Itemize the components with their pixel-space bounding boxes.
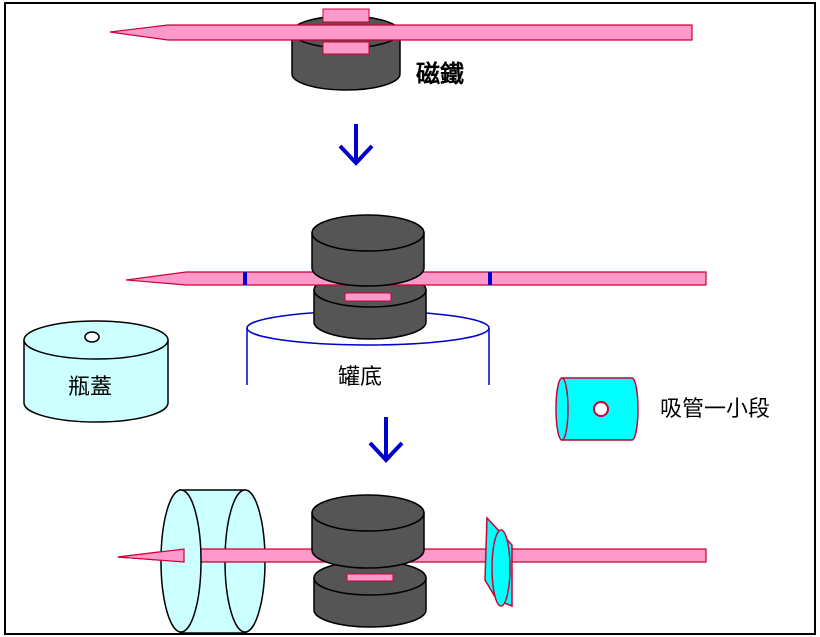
needle-tip-front xyxy=(117,548,185,563)
magnet-top-mark xyxy=(322,8,370,23)
step2-group: 罐底 xyxy=(125,214,707,390)
can-bottom-label: 罐底 xyxy=(338,365,382,390)
straw-on-needle xyxy=(484,516,513,608)
cap-hole xyxy=(84,331,100,343)
bottle-cap: 瓶蓋 xyxy=(23,320,169,423)
needle-mark-right xyxy=(488,272,492,285)
step3-group xyxy=(117,489,707,634)
diagram-frame xyxy=(4,2,816,635)
pink-mark-step2 xyxy=(344,292,392,302)
lower-magnet-step3 xyxy=(313,560,427,628)
straw-segment: 吸管一小段 xyxy=(555,377,770,441)
needle-mark-left xyxy=(243,272,247,285)
down-arrow-2 xyxy=(368,417,404,463)
upper-magnet-step3 xyxy=(311,494,425,569)
straw-segment-label: 吸管一小段 xyxy=(660,397,770,422)
bottle-cap-label: 瓶蓋 xyxy=(68,375,112,400)
magnet-bottom-mark xyxy=(322,41,370,55)
magnet-label: 磁鐵 xyxy=(416,60,464,88)
needle-step2 xyxy=(125,271,707,286)
upper-magnet-step2 xyxy=(311,214,425,287)
straw-hole xyxy=(593,401,609,417)
step1-group: 磁鐵 xyxy=(109,8,693,91)
needle-step1 xyxy=(109,24,693,41)
down-arrow-1 xyxy=(338,124,374,166)
pink-mark-step3 xyxy=(346,573,394,582)
